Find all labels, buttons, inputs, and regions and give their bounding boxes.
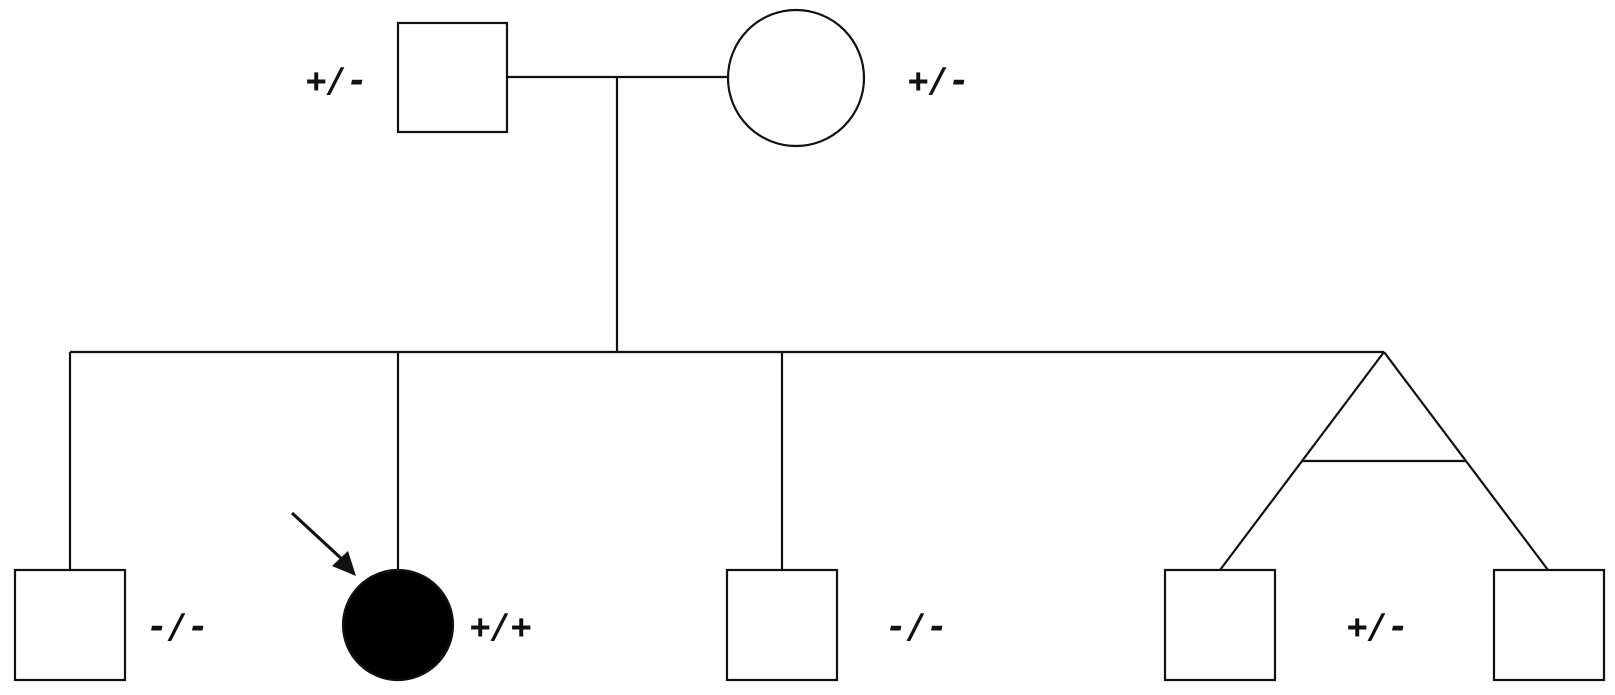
mother-circle xyxy=(726,8,866,148)
father-square xyxy=(396,21,509,134)
proband-arrow-icon xyxy=(290,511,346,563)
proband-arrow-head-icon xyxy=(332,551,356,576)
proband-circle xyxy=(341,568,455,682)
father-genotype: +/- xyxy=(306,61,367,101)
twin1-square xyxy=(1163,568,1277,682)
child1-genotype: -/- xyxy=(147,607,208,647)
twin2-square xyxy=(1492,568,1606,682)
child3-genotype: -/- xyxy=(886,607,947,647)
child1-square xyxy=(13,568,127,682)
twins-genotype: +/- xyxy=(1347,607,1408,647)
mother-genotype: +/- xyxy=(908,61,969,101)
proband-genotype: +/+ xyxy=(470,607,531,647)
child3-square xyxy=(725,568,839,682)
